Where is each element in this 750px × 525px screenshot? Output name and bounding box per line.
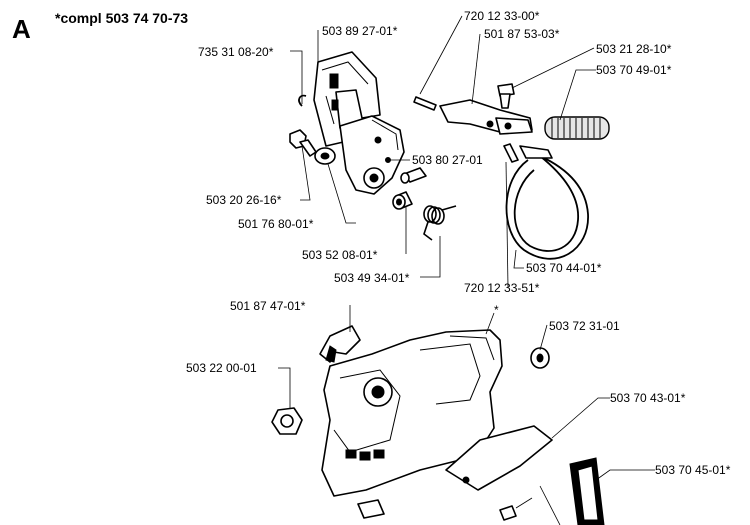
part-label-503-70-43-01: 503 70 43-01* bbox=[610, 391, 686, 405]
part-label-503-70-49-01: 503 70 49-01* bbox=[596, 63, 672, 77]
compression-spring-drawing bbox=[544, 116, 610, 140]
part-label-503-80-27-01: 503 80 27-01 bbox=[412, 153, 483, 167]
rod-drawing bbox=[413, 96, 437, 111]
small-pin-drawing bbox=[503, 143, 519, 163]
part-label-503-70-45-01: 503 70 45-01* bbox=[655, 463, 731, 477]
clip-ring-drawing bbox=[298, 94, 307, 107]
part-label-720-12-33-51: 720 12 33-51* bbox=[464, 281, 540, 295]
part-label-503-49-34-01: 503 49 34-01* bbox=[334, 271, 410, 285]
part-label-503-70-44-01: 503 70 44-01* bbox=[526, 261, 602, 275]
brake-handle-drawing bbox=[313, 51, 405, 195]
pin-drawing bbox=[400, 167, 427, 184]
part-label-501-76-80-01: 501 76 80-01* bbox=[238, 217, 314, 231]
bushing-drawing bbox=[314, 147, 336, 165]
screw-drawing bbox=[497, 83, 515, 109]
part-label-735-31-08-20: 735 31 08-20* bbox=[198, 45, 274, 59]
part-label-503-20-26-16: 503 20 26-16* bbox=[206, 193, 282, 207]
sleeve-drawing bbox=[392, 191, 413, 210]
part-label-503-21-28-10: 503 21 28-10* bbox=[596, 42, 672, 56]
part-label-503-52-08-01: 503 52 08-01* bbox=[302, 248, 378, 262]
part-label-503-22-00-01: 503 22 00-01 bbox=[186, 361, 257, 375]
part-label-720-12-33-00: 720 12 33-00* bbox=[464, 9, 540, 23]
part-label-503-72-31-01: 503 72 31-01 bbox=[549, 319, 620, 333]
torsion-spring-drawing bbox=[423, 205, 457, 241]
clip-drawing bbox=[319, 325, 361, 363]
part-label-501-87-53-03: 501 87 53-03* bbox=[484, 27, 560, 41]
guard-plate-drawing bbox=[569, 457, 605, 525]
nut-drawing bbox=[271, 407, 303, 435]
buffer-drawing bbox=[530, 347, 550, 369]
small-block-drawing bbox=[357, 499, 385, 519]
part-label-star: * bbox=[494, 303, 499, 317]
brake-lever-drawing bbox=[439, 99, 533, 135]
clutch-cover-drawing bbox=[321, 329, 503, 497]
assembly-title: *compl 503 74 70-73 bbox=[55, 10, 188, 26]
guide-plate-drawing bbox=[445, 425, 553, 491]
part-label-501-87-47-01: 501 87 47-01* bbox=[230, 299, 306, 313]
leader-lines bbox=[278, 15, 655, 525]
brake-band-drawing bbox=[505, 145, 589, 260]
bottom-screw-drawing bbox=[499, 505, 517, 521]
part-label-503-89-27-01: 503 89 27-01* bbox=[322, 24, 398, 38]
section-letter: A bbox=[12, 14, 31, 44]
